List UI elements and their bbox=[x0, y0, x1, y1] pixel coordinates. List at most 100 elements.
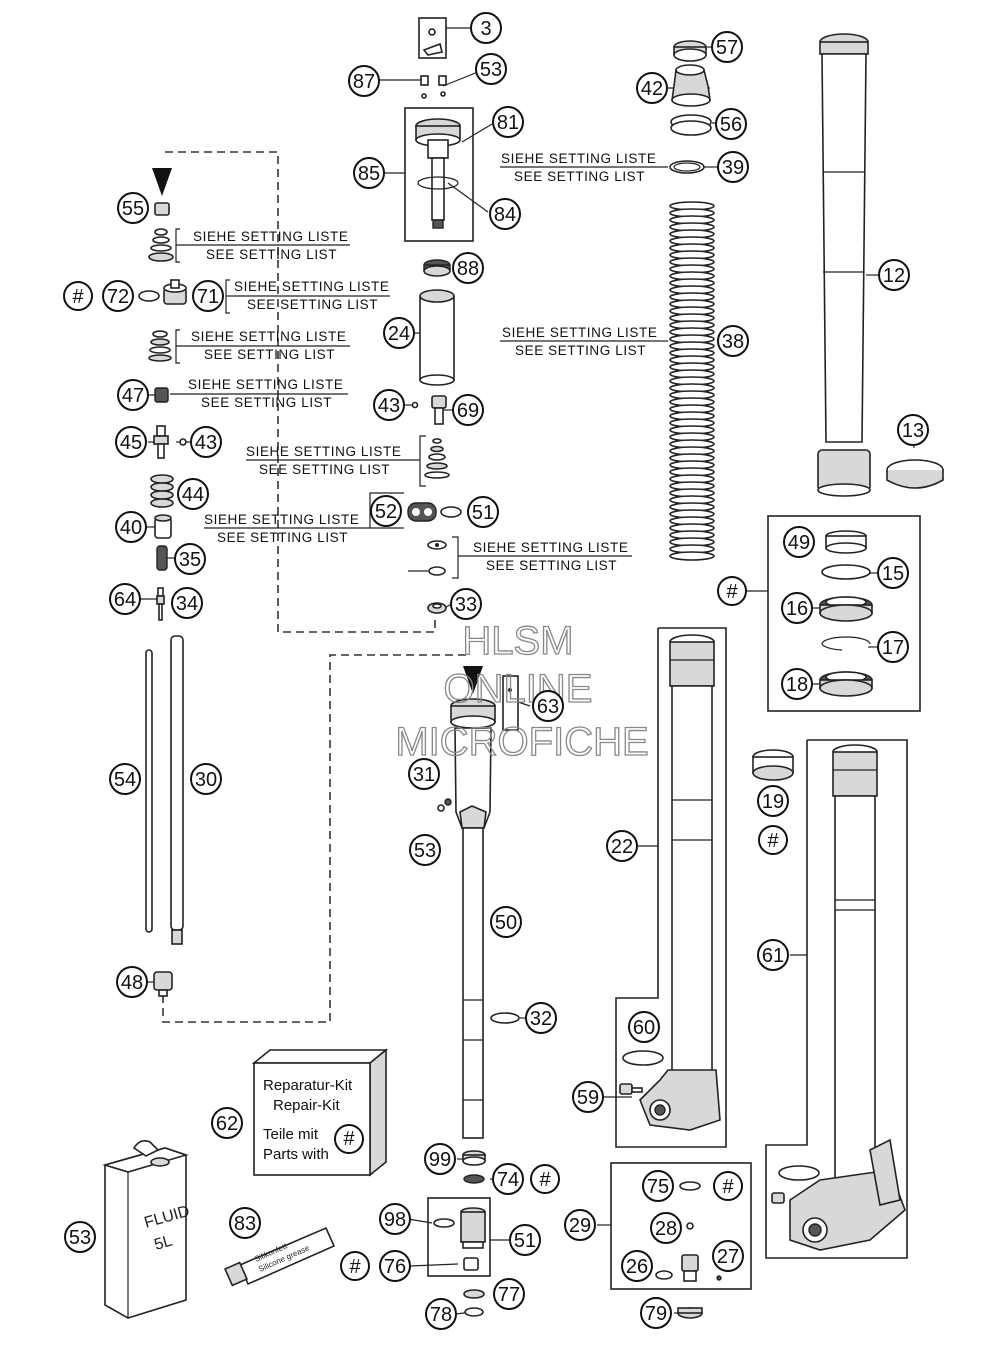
callout-number: 60 bbox=[633, 1017, 655, 1039]
callout-circle bbox=[379, 1250, 411, 1282]
callout-number: 64 bbox=[114, 589, 136, 611]
outer-tube-left-box bbox=[615, 627, 727, 1148]
callout-circle bbox=[115, 511, 147, 543]
assembly-route-upper bbox=[165, 151, 436, 633]
hash-callout bbox=[334, 1124, 364, 1154]
part-85 bbox=[415, 118, 461, 229]
watermark: HLSM ONLINE MICROFICHE bbox=[395, 618, 650, 764]
callout-number: 54 bbox=[114, 769, 136, 791]
part-57 bbox=[673, 40, 707, 62]
callout-number: 51 bbox=[472, 502, 494, 524]
part-77 bbox=[463, 1257, 479, 1271]
callout-circle bbox=[190, 763, 222, 795]
callout-circle bbox=[383, 317, 415, 349]
part-13 bbox=[886, 459, 944, 489]
callout-number: 88 bbox=[457, 258, 479, 280]
callout-circle bbox=[877, 631, 909, 663]
callout-circle bbox=[712, 1240, 744, 1272]
callout-circle bbox=[109, 583, 141, 615]
callout-circle bbox=[490, 906, 522, 938]
part-27 bbox=[655, 1270, 673, 1280]
callout-circle bbox=[877, 557, 909, 589]
setting-label-de: SIEHE SETTING LISTE bbox=[204, 512, 359, 527]
callout-circle bbox=[532, 690, 564, 722]
callout-number: 24 bbox=[388, 323, 410, 345]
setting-label-de: SIEHE SETTING LISTE bbox=[193, 229, 348, 244]
callout-circle bbox=[64, 1221, 96, 1253]
compression-stack bbox=[424, 438, 450, 479]
callout-circle bbox=[353, 157, 385, 189]
part-82 bbox=[677, 1307, 703, 1319]
part-32 bbox=[153, 971, 173, 997]
callout-number: 18 bbox=[786, 674, 808, 696]
callout-number: 26 bbox=[626, 1256, 648, 1278]
callout-number: 22 bbox=[611, 836, 633, 858]
callout-number: 27 bbox=[717, 1246, 739, 1268]
part-69 bbox=[431, 395, 447, 425]
callout-number: 15 bbox=[882, 563, 904, 585]
callout-circle bbox=[650, 1212, 682, 1244]
callout-circle bbox=[757, 785, 789, 817]
arrow-down-icon bbox=[152, 168, 172, 196]
callout-circle bbox=[117, 192, 149, 224]
part-42 bbox=[671, 64, 711, 107]
can-label-2: 5L bbox=[152, 1233, 174, 1254]
kit-line-1: Reparatur-Kit bbox=[263, 1077, 353, 1094]
callout-number: 71 bbox=[197, 286, 219, 308]
part-55 bbox=[154, 202, 170, 216]
callout-circle bbox=[116, 966, 148, 998]
setting-label-de: SIEHE SETTING LISTE bbox=[502, 325, 657, 340]
callout-number: 85 bbox=[358, 163, 380, 185]
hash-callout-layer: ###### bbox=[63, 281, 788, 1281]
kit-line-2: Repair-Kit bbox=[273, 1097, 341, 1114]
callout-number: 40 bbox=[120, 517, 142, 539]
part-60 bbox=[789, 744, 906, 1251]
callout-circle bbox=[781, 592, 813, 624]
callout-number: 45 bbox=[120, 432, 142, 454]
setting-label-en: SEE SETTING LIST bbox=[204, 347, 335, 362]
hash-symbol: # bbox=[722, 1176, 734, 1198]
part-64 bbox=[428, 566, 446, 576]
part-60-bolt bbox=[771, 1192, 785, 1204]
callout-number: 98 bbox=[384, 1209, 406, 1231]
callout-number: 62 bbox=[216, 1113, 238, 1135]
part-19 bbox=[819, 671, 873, 697]
part-26 bbox=[686, 1222, 694, 1230]
callout-circle bbox=[640, 1297, 672, 1329]
part-72 bbox=[138, 290, 160, 302]
callout-number: 53 bbox=[69, 1227, 91, 1249]
callout-number: 81 bbox=[497, 112, 519, 134]
setting-label-en: SEE SETTING LIST bbox=[201, 395, 332, 410]
hash-symbol: # bbox=[72, 286, 84, 308]
callout-circle bbox=[621, 1250, 653, 1282]
callout-circle bbox=[564, 1209, 596, 1241]
callout-number: 42 bbox=[641, 78, 663, 100]
setting-label-de: SIEHE SETTING LISTE bbox=[188, 377, 343, 392]
setting-label-de: SIEHE SETTING LISTE bbox=[234, 279, 389, 294]
callout-number: 32 bbox=[530, 1008, 552, 1030]
hash-symbol: # bbox=[349, 1256, 361, 1278]
part-40 bbox=[154, 514, 172, 539]
callout-circle bbox=[493, 1278, 525, 1310]
seal-kit-box bbox=[767, 515, 921, 712]
callout-circle bbox=[452, 252, 484, 284]
callout-number: 83 bbox=[234, 1213, 256, 1235]
callout-circle bbox=[475, 53, 507, 85]
hash-callout-circle bbox=[717, 576, 747, 606]
part-71 bbox=[163, 279, 187, 305]
callout-circle bbox=[783, 526, 815, 558]
callout-circle bbox=[379, 1203, 411, 1235]
callout-number: 39 bbox=[722, 157, 744, 179]
callout-circle bbox=[115, 426, 147, 458]
callout-number: 78 bbox=[430, 1304, 452, 1326]
part-53-top bbox=[438, 75, 447, 97]
callout-number: 59 bbox=[577, 1087, 599, 1109]
outer-tube-right-box bbox=[765, 739, 908, 1259]
callout-circle bbox=[572, 1081, 604, 1113]
callout-number: 53 bbox=[480, 59, 502, 81]
callout-circle bbox=[897, 414, 929, 446]
part-12 bbox=[817, 33, 871, 497]
callout-number: 49 bbox=[788, 532, 810, 554]
callout-number: 79 bbox=[645, 1303, 667, 1325]
